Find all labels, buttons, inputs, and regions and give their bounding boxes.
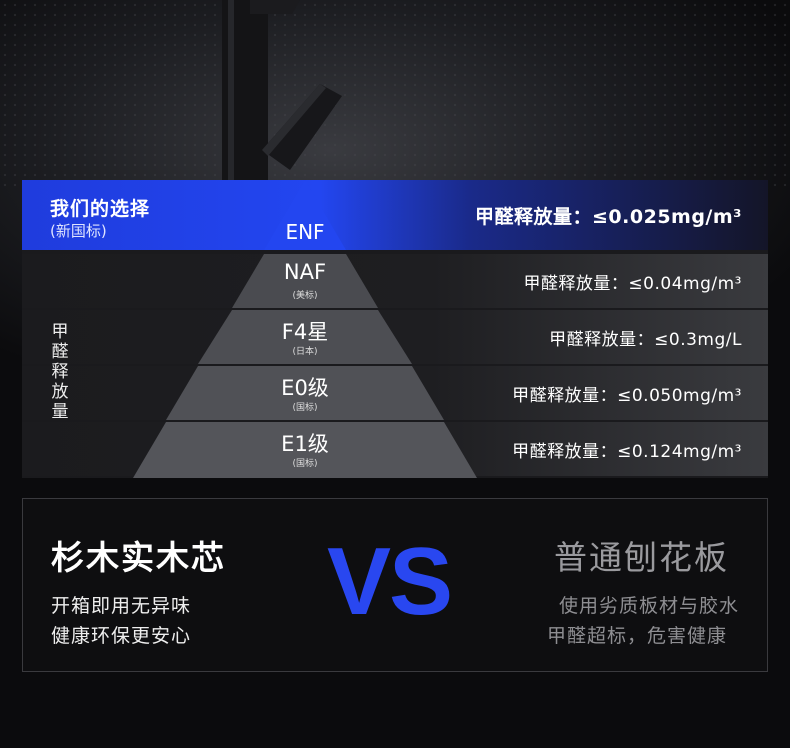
row-our-choice — [22, 180, 768, 250]
our-choice-title: 我们的选择 — [50, 198, 151, 220]
material-comparison-panel: 杉木实木芯 开箱即用无异味 健康环保更安心 VS 普通刨花板 使用劣质板材与胶水… — [22, 498, 768, 672]
our-choice-subtitle: (新国标) — [50, 222, 107, 240]
row-naf — [22, 254, 768, 308]
left-material-benefit-2: 健康环保更安心 — [51, 625, 192, 647]
formaldehyde-standards-panel: 我们的选择 (新国标) 甲 醛 释 放 量 ENF NAF (美标) F4星 (… — [22, 180, 768, 478]
standard-name-f4: F4星 — [281, 320, 329, 344]
standard-region-naf: (美标) — [292, 291, 318, 301]
emission-value-e1: 甲醛释放量：≤0.124mg/m³ — [512, 442, 742, 462]
standard-name-naf: NAF — [283, 260, 327, 284]
standard-region-f4: (日本) — [292, 347, 318, 357]
emission-value-naf: 甲醛释放量：≤0.04mg/m³ — [523, 274, 742, 294]
left-material-title: 杉木实木芯 — [51, 538, 226, 577]
standard-region-e1: (国标) — [292, 459, 318, 469]
emission-value-enf: 甲醛释放量：≤0.025mg/m³ — [475, 206, 742, 228]
left-material-benefit-1: 开箱即用无异味 — [51, 595, 192, 617]
right-material-drawback-1: 使用劣质板材与胶水 — [558, 595, 739, 617]
right-material-drawback-2: 甲醛超标，危害健康 — [546, 625, 727, 647]
pyramid-tier-e1 — [133, 422, 477, 478]
pyramid-tier-f4 — [198, 310, 412, 364]
standard-name-e1: E1级 — [281, 432, 329, 456]
vs-label: VS — [327, 528, 453, 635]
emission-value-e0: 甲醛释放量：≤0.050mg/m³ — [512, 386, 742, 406]
vertical-axis-label: 甲 醛 释 放 量 — [51, 322, 69, 422]
desk-leg-image — [222, 0, 342, 190]
standards-pyramid — [133, 180, 477, 478]
emission-value-f4: 甲醛释放量：≤0.3mg/L — [549, 330, 742, 350]
standard-name-e0: E0级 — [281, 376, 329, 400]
right-material-title: 普通刨花板 — [554, 538, 729, 577]
background-texture — [0, 0, 790, 190]
pyramid-tier-e0 — [166, 366, 444, 420]
pyramid-tier-naf — [232, 254, 378, 308]
pyramid-tier-enf — [264, 180, 346, 250]
standard-name-enf: ENF — [285, 220, 325, 244]
standard-region-e0: (国标) — [292, 403, 318, 413]
